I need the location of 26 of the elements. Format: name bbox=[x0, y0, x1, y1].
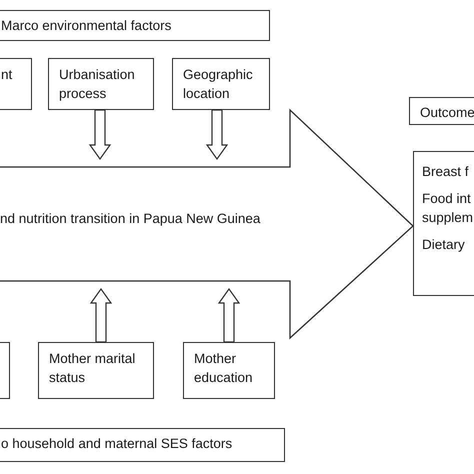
factor-box bbox=[409, 97, 474, 125]
hollow-arrow bbox=[88, 109, 112, 160]
block-arrow bbox=[0, 110, 413, 338]
hollow-arrow bbox=[206, 109, 228, 160]
factor-box bbox=[172, 58, 270, 110]
factor-label: nt bbox=[1, 66, 14, 84]
factor-box bbox=[0, 10, 270, 41]
hollow-arrow bbox=[218, 288, 240, 343]
factor-label: Outcome bbox=[420, 104, 474, 122]
factor-box bbox=[183, 342, 275, 399]
factor-box bbox=[0, 428, 285, 462]
factor-label: Geographic location bbox=[183, 66, 254, 103]
factor-label: Marco environmental factors bbox=[1, 17, 172, 35]
factor-label: Urbanisation process bbox=[59, 66, 136, 103]
factor-label: o household and maternal SES factors bbox=[1, 435, 234, 453]
arrow-label: nd nutrition transition in Papua New Guinea bbox=[0, 211, 260, 226]
outcome-text: Food int supplem bbox=[422, 190, 474, 227]
outcome-text: Breast f bbox=[422, 163, 470, 181]
outcome-text: Dietary bbox=[422, 236, 466, 254]
factor-box bbox=[38, 342, 154, 399]
factor-box bbox=[48, 58, 154, 110]
factor-label: Mother marital status bbox=[49, 350, 136, 387]
factor-box bbox=[0, 58, 32, 110]
hollow-arrow bbox=[90, 288, 112, 343]
outcome-box bbox=[413, 151, 474, 296]
factor-label: Mother education bbox=[194, 350, 254, 387]
